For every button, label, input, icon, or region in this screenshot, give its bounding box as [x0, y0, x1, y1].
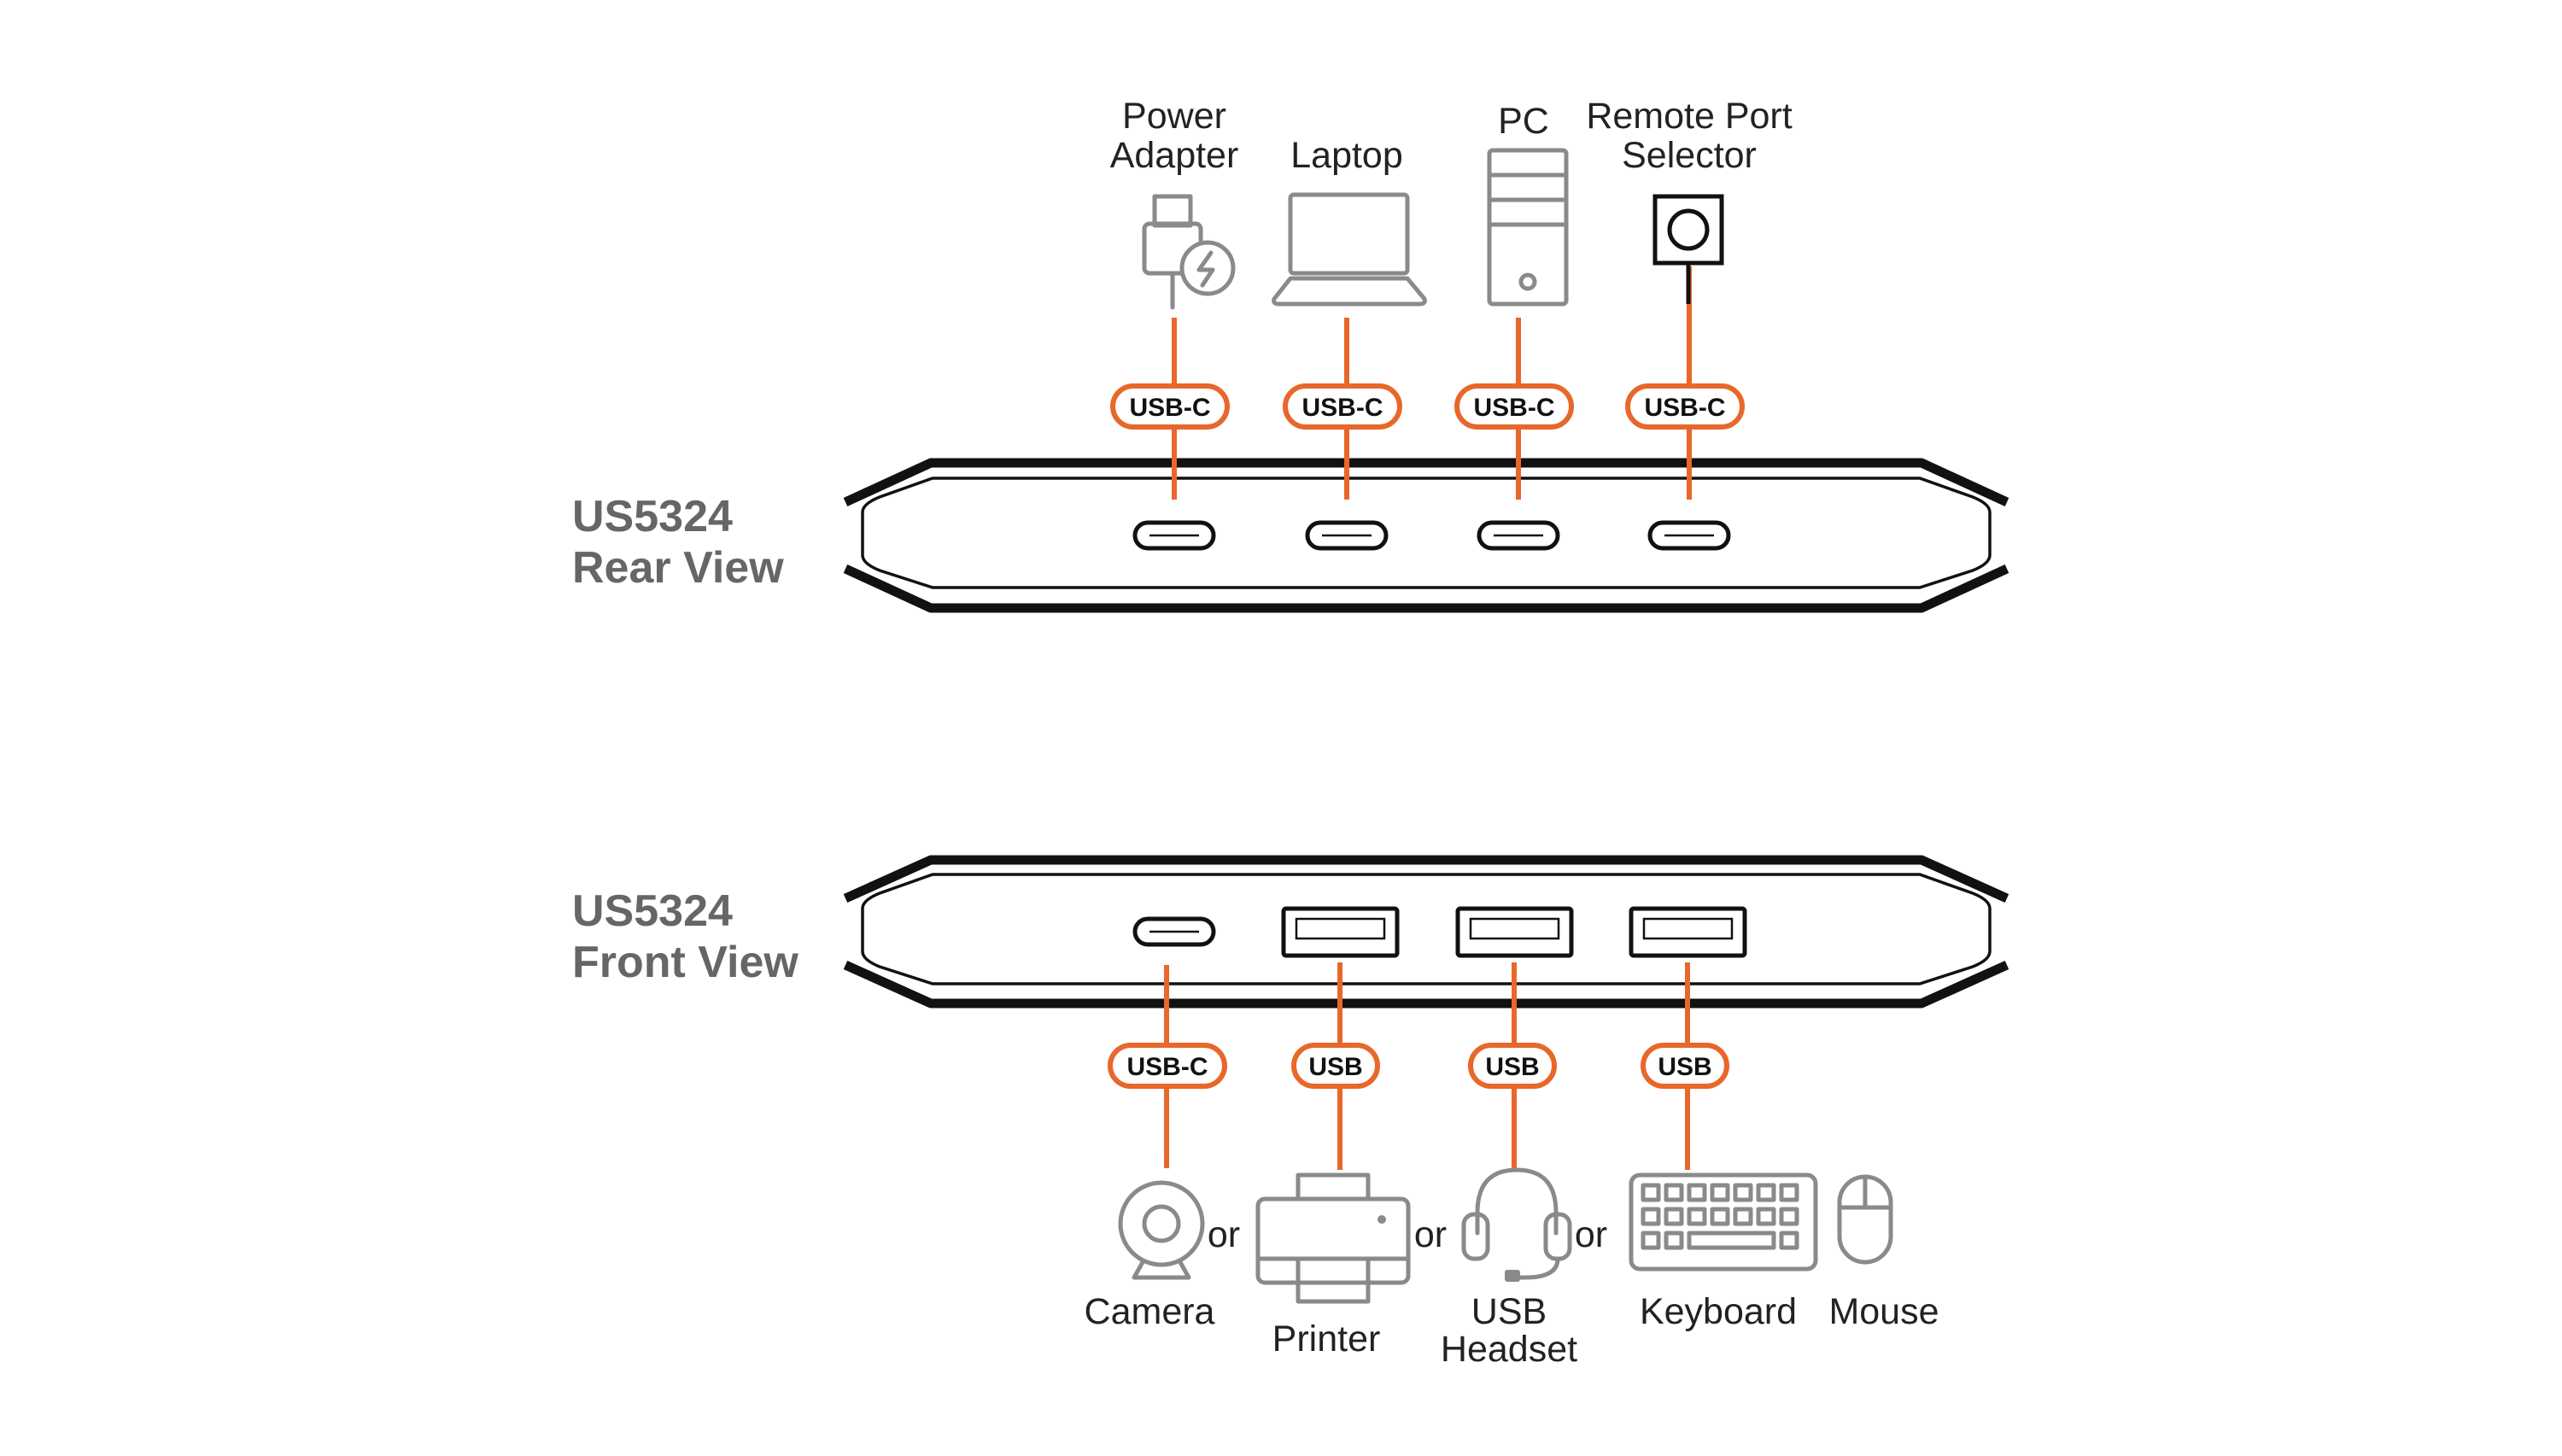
usb-headset-label-line1: USB	[1471, 1291, 1547, 1332]
mouse-label: Mouse	[1828, 1291, 1939, 1332]
or-label: or	[1575, 1214, 1607, 1255]
svg-text:USB-C: USB-C	[1474, 394, 1555, 422]
svg-text:USB: USB	[1485, 1053, 1539, 1081]
remote-port-selector-label-line1: Remote Port	[1586, 96, 1792, 137]
keyboard-key	[1779, 1231, 1799, 1250]
rear-port-badge: USB-C	[1283, 383, 1402, 430]
svg-text:USB-C: USB-C	[1127, 1053, 1208, 1081]
keyboard-key	[1641, 1183, 1661, 1202]
front-view-title: Front View	[572, 938, 798, 987]
power-adapter-label-line2: Adapter	[1110, 135, 1239, 176]
headset-icon	[1461, 1167, 1572, 1282]
keyboard-key	[1779, 1207, 1799, 1226]
keyboard-key	[1756, 1207, 1776, 1226]
keyboard-key	[1710, 1207, 1730, 1226]
power-adapter-label-line1: Power	[1122, 96, 1226, 137]
pc-label: PC	[1498, 101, 1549, 142]
front-port-usba-3	[1629, 906, 1747, 958]
camera-icon	[1118, 1180, 1205, 1280]
keyboard-key	[1756, 1183, 1776, 1202]
power-adapter-icon	[1142, 194, 1236, 310]
rear-view-title: Rear View	[572, 543, 784, 593]
svg-text:USB-C: USB-C	[1302, 394, 1383, 422]
front-port-badge: USB	[1291, 1043, 1380, 1089]
front-port-usbc	[1132, 916, 1216, 947]
pc-tower-icon	[1487, 148, 1569, 307]
keyboard-key	[1733, 1183, 1753, 1202]
rear-port-badge: USB-C	[1625, 383, 1745, 430]
rear-port-badge: USB-C	[1110, 383, 1230, 430]
rear-model-title: US5324	[572, 492, 733, 541]
laptop-icon	[1272, 192, 1427, 307]
keyboard-icon	[1629, 1172, 1818, 1272]
keyboard-key	[1641, 1207, 1661, 1226]
keyboard-key	[1664, 1231, 1684, 1250]
laptop-label: Laptop	[1290, 135, 1403, 176]
rear-port-usbc-3	[1477, 520, 1560, 551]
svg-text:USB-C: USB-C	[1645, 394, 1726, 422]
front-port-badge: USB	[1468, 1043, 1557, 1089]
rear-port-usbc-4	[1647, 520, 1731, 551]
rear-port-usbc-2	[1305, 520, 1389, 551]
svg-text:USB: USB	[1658, 1053, 1711, 1081]
front-port-usba-2	[1455, 906, 1574, 958]
front-port-usba-1	[1281, 906, 1400, 958]
printer-icon	[1255, 1172, 1411, 1304]
keyboard-key	[1710, 1183, 1730, 1202]
keyboard-key	[1687, 1183, 1707, 1202]
usb-headset-label-line2: Headset	[1441, 1329, 1577, 1370]
printer-label: Printer	[1272, 1319, 1381, 1360]
front-model-title: US5324	[572, 886, 733, 936]
rear-device-body	[843, 458, 2009, 613]
rear-port-badge: USB-C	[1454, 383, 1574, 430]
keyboard-key	[1664, 1207, 1684, 1226]
front-port-badge: USB-C	[1108, 1043, 1227, 1089]
front-device-body	[843, 855, 2009, 1009]
keyboard-key	[1687, 1207, 1707, 1226]
keyboard-label: Keyboard	[1640, 1291, 1797, 1332]
keyboard-key	[1779, 1183, 1799, 1202]
rear-view: US5324 Rear View	[572, 96, 2009, 613]
keyboard-key	[1641, 1231, 1661, 1250]
svg-text:USB: USB	[1308, 1053, 1362, 1081]
front-view: US5324 Front View	[572, 855, 2009, 1370]
or-label: or	[1414, 1214, 1447, 1255]
keyboard-spacebar	[1687, 1231, 1776, 1250]
front-port-badge: USB	[1641, 1043, 1729, 1089]
or-label: or	[1208, 1214, 1240, 1255]
svg-text:USB-C: USB-C	[1130, 394, 1211, 422]
rear-port-usbc-1	[1132, 520, 1216, 551]
camera-label: Camera	[1085, 1291, 1215, 1332]
remote-port-selector-icon	[1652, 194, 1724, 304]
keyboard-key	[1733, 1207, 1753, 1226]
remote-port-selector-label-line2: Selector	[1622, 135, 1757, 176]
keyboard-key	[1664, 1183, 1684, 1202]
mouse-icon	[1837, 1174, 1893, 1265]
